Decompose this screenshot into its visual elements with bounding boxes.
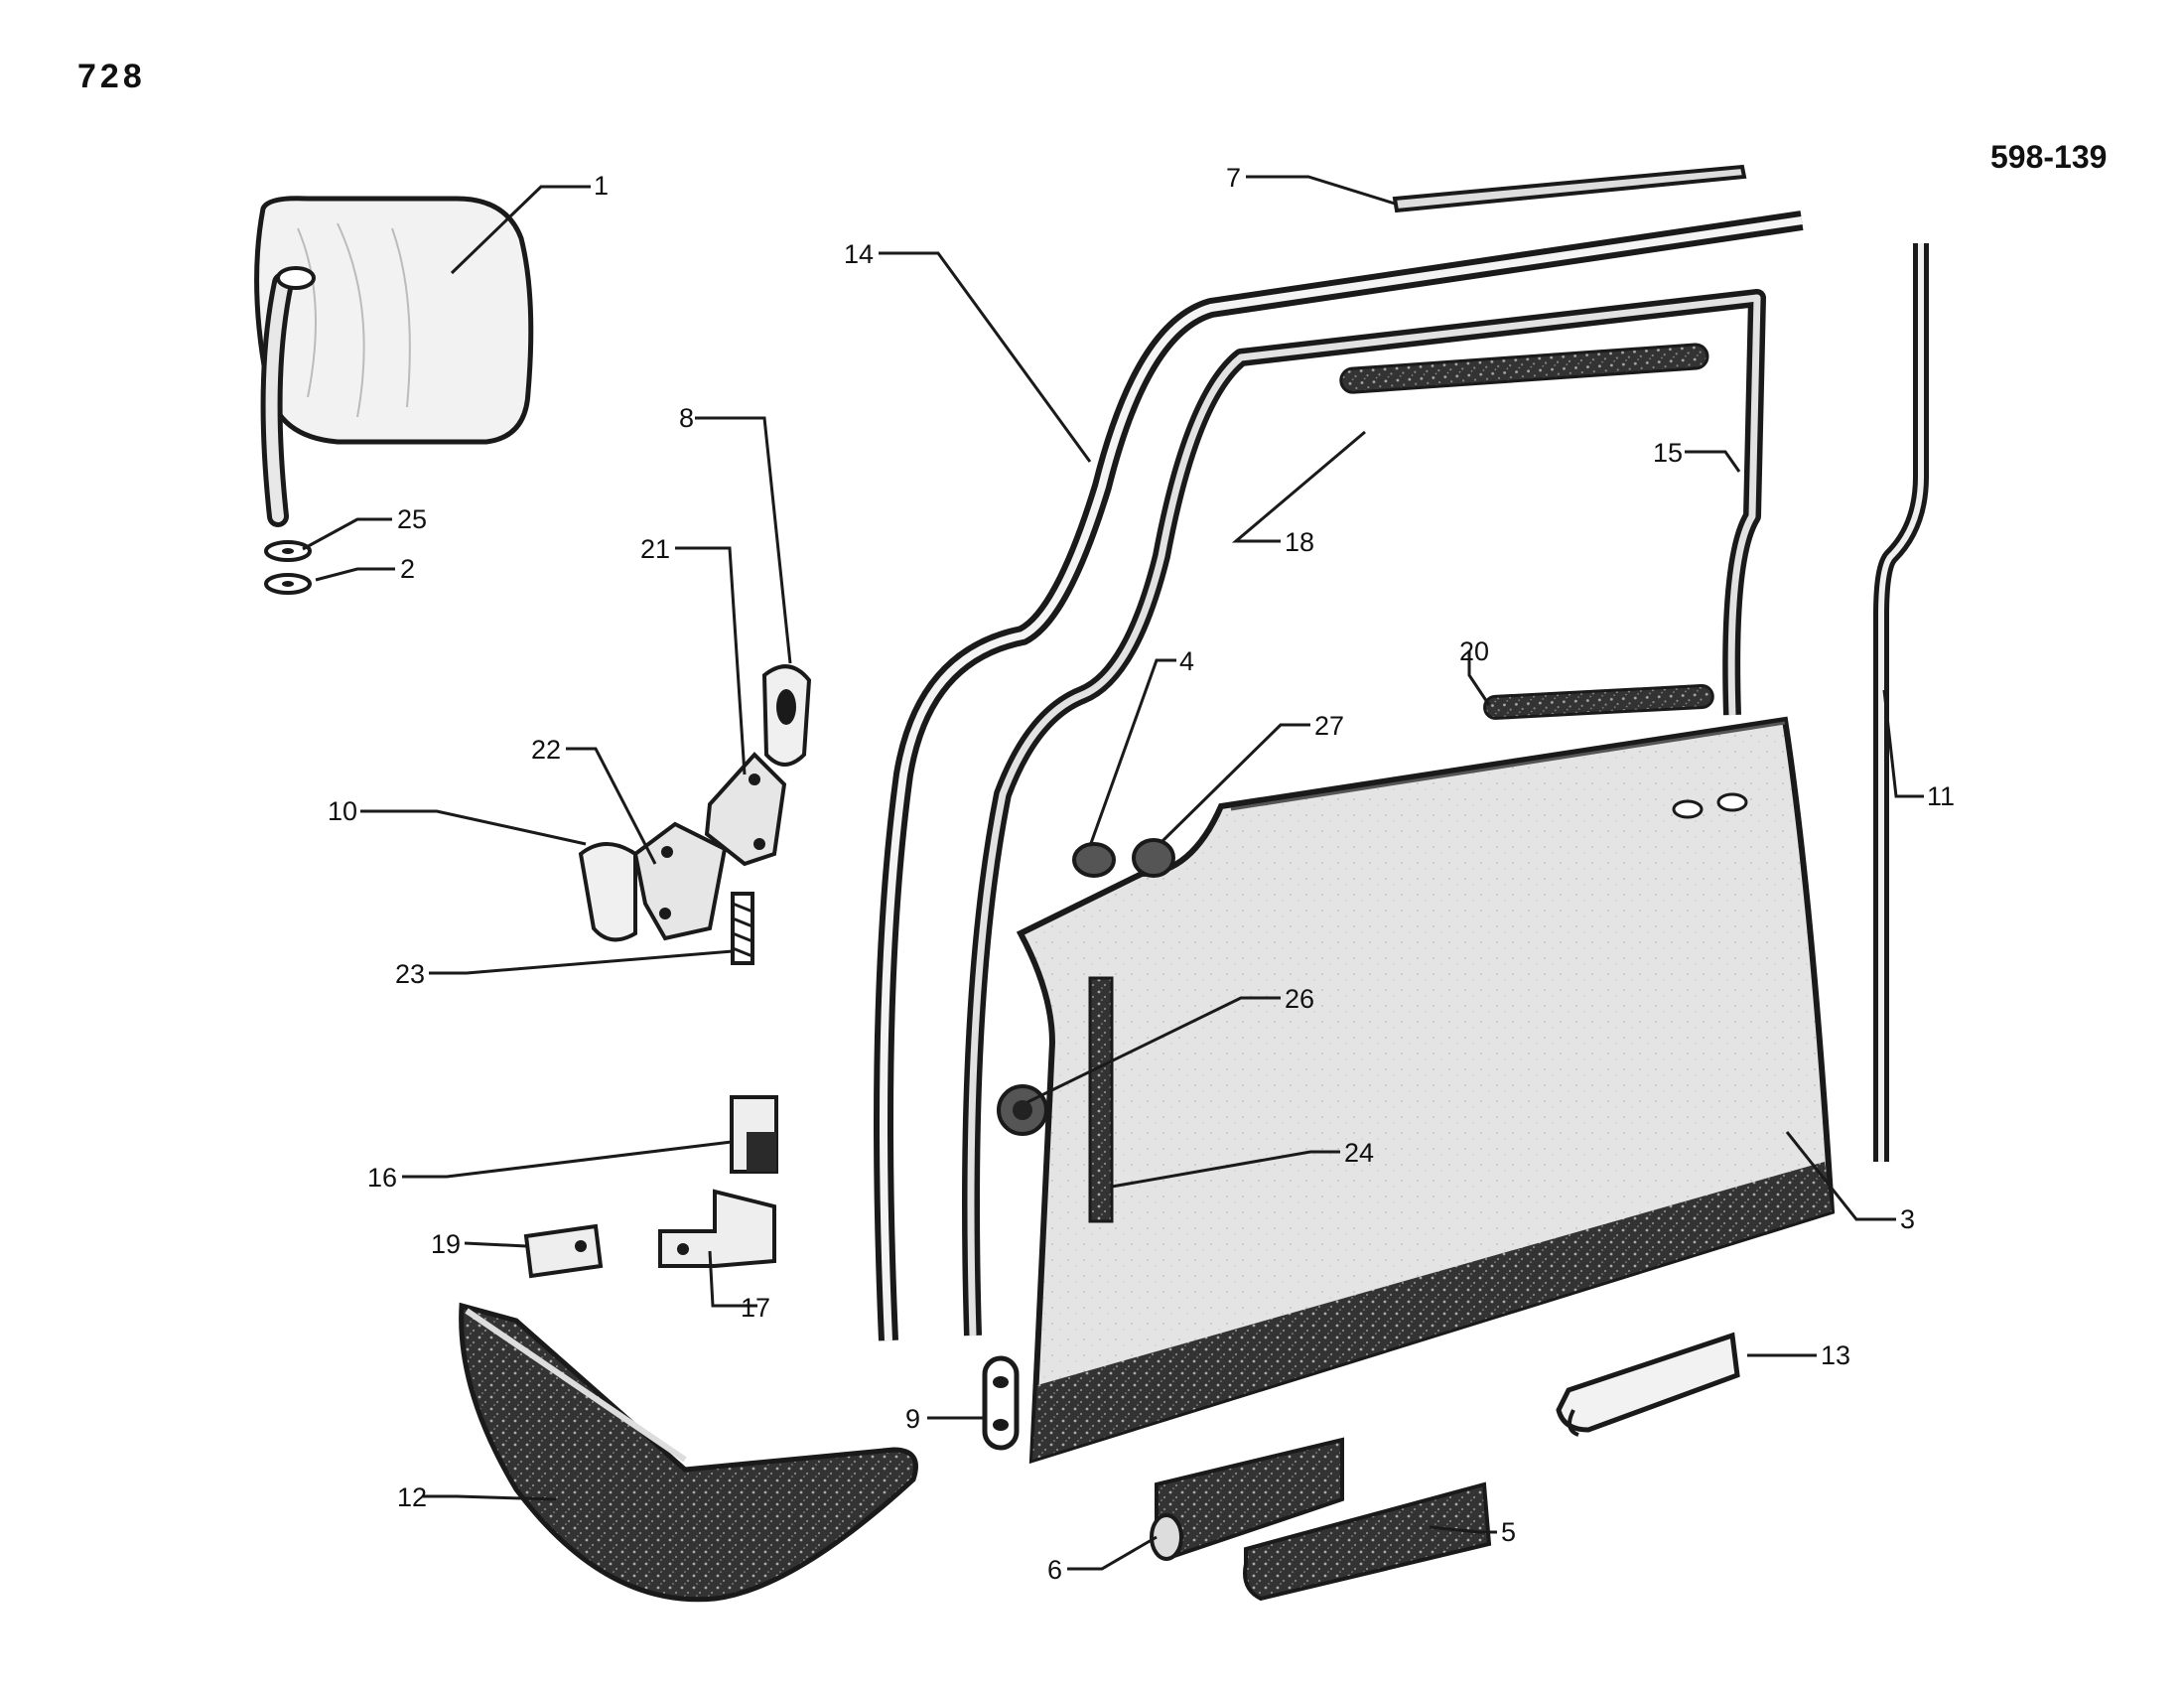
washer-2 bbox=[264, 573, 312, 595]
window-channel-15 bbox=[962, 289, 1766, 1336]
callout-24: 24 bbox=[1344, 1138, 1374, 1168]
callout-labels: 1 25 2 8 21 22 10 23 16 19 17 12 9 6 5 1… bbox=[328, 163, 1955, 1585]
leader-lines bbox=[302, 175, 1924, 1571]
callout-20: 20 bbox=[1459, 636, 1489, 666]
callout-17: 17 bbox=[741, 1293, 770, 1323]
callout-21: 21 bbox=[640, 534, 670, 564]
bracket-17 bbox=[658, 1189, 776, 1268]
plug-4 bbox=[1072, 842, 1116, 878]
callout-10: 10 bbox=[328, 796, 357, 826]
callout-27: 27 bbox=[1314, 711, 1344, 741]
hinge-clip-8 bbox=[761, 664, 812, 767]
sill-seal-6 bbox=[1150, 1437, 1344, 1561]
callout-6: 6 bbox=[1047, 1555, 1062, 1585]
sill-seal-5 bbox=[1243, 1481, 1492, 1602]
seal-strip-24 bbox=[1088, 976, 1114, 1223]
top-strip-7 bbox=[1392, 164, 1747, 213]
callout-4: 4 bbox=[1179, 646, 1194, 676]
trim-plate-12 bbox=[459, 1302, 918, 1603]
bracket-16 bbox=[730, 1095, 778, 1174]
callout-7: 7 bbox=[1226, 163, 1241, 193]
callout-2: 2 bbox=[400, 554, 415, 584]
callout-5: 5 bbox=[1501, 1517, 1516, 1547]
callout-13: 13 bbox=[1821, 1340, 1850, 1370]
callout-25: 25 bbox=[397, 504, 427, 534]
reference-code: 598-139 bbox=[1990, 139, 2108, 175]
felt-strip-18 bbox=[1339, 343, 1709, 394]
callout-8: 8 bbox=[679, 403, 694, 433]
callout-26: 26 bbox=[1285, 984, 1314, 1014]
callout-12: 12 bbox=[397, 1482, 427, 1512]
rear-view-mirror bbox=[254, 196, 534, 527]
rear-channel-11 bbox=[1873, 243, 1929, 1162]
channel-section-13 bbox=[1556, 1332, 1740, 1437]
page-number: 728 bbox=[77, 58, 146, 95]
callout-11: 11 bbox=[1927, 781, 1955, 811]
grommet-26 bbox=[997, 1084, 1048, 1136]
callout-22: 22 bbox=[531, 735, 561, 765]
striker-plate-9 bbox=[982, 1355, 1020, 1451]
bracket-19 bbox=[523, 1223, 604, 1279]
door-seal-14 bbox=[874, 211, 1804, 1341]
felt-strip-20 bbox=[1483, 684, 1714, 720]
callout-23: 23 bbox=[395, 959, 425, 989]
hinge-clip-10 bbox=[578, 842, 637, 942]
hinge-bracket-22 bbox=[632, 821, 728, 941]
door-panel-3 bbox=[1016, 716, 1836, 1465]
callout-18: 18 bbox=[1285, 527, 1314, 557]
washer-25 bbox=[264, 540, 312, 562]
callout-15: 15 bbox=[1653, 438, 1683, 468]
plug-27 bbox=[1132, 838, 1175, 878]
callout-16: 16 bbox=[367, 1163, 397, 1193]
hinge-bracket-21 bbox=[704, 752, 787, 867]
callout-9: 9 bbox=[905, 1404, 920, 1434]
spring-23 bbox=[731, 892, 754, 965]
callout-3: 3 bbox=[1900, 1204, 1915, 1234]
callout-1: 1 bbox=[594, 171, 609, 201]
callout-14: 14 bbox=[844, 239, 874, 269]
callout-19: 19 bbox=[431, 1229, 461, 1259]
